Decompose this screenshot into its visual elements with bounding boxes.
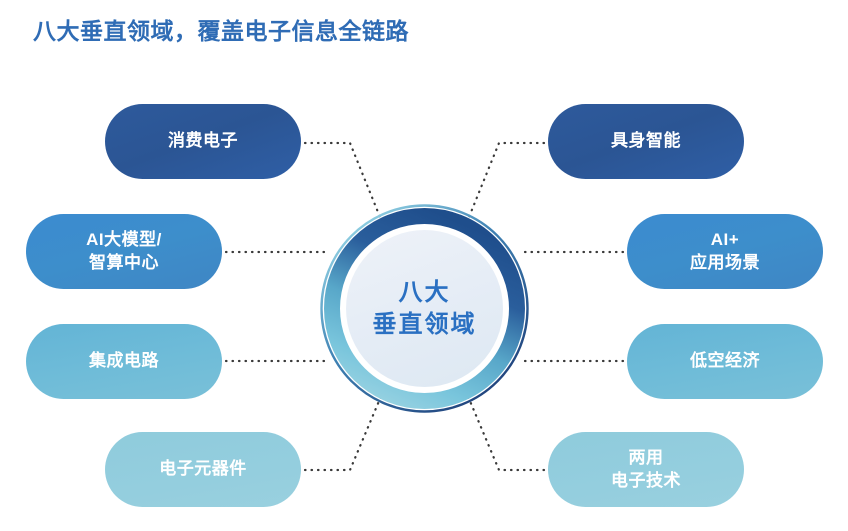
- connector-top-left: [303, 141, 384, 224]
- outer-thin-ring: [320, 204, 529, 413]
- node-dual-use-electronic-tech[interactable]: 两用 电子技术: [548, 432, 744, 507]
- node-electronic-components[interactable]: 电子元器件: [105, 432, 301, 507]
- center-disc: 八大 垂直领域: [346, 230, 503, 387]
- node-consumer-electronics[interactable]: 消费电子: [105, 104, 301, 179]
- center-ring: [320, 204, 529, 413]
- node-embodied-intelligence[interactable]: 具身智能: [548, 104, 744, 179]
- node-label: 集成电路: [89, 351, 159, 371]
- node-integrated-circuits[interactable]: 集成电路: [26, 324, 222, 399]
- page-title: 八大垂直领域，覆盖电子信息全链路: [33, 18, 409, 44]
- node-label: 电子元器件: [159, 459, 247, 479]
- connector-top-right: [465, 141, 546, 224]
- node-low-altitude-economy[interactable]: 低空经济: [627, 324, 823, 399]
- center-hub: 八大 垂直领域: [318, 202, 531, 415]
- connector-bottom-left: [303, 392, 384, 472]
- node-label: AI大模型/ 智算中心: [86, 230, 162, 272]
- center-label-line1: 八大: [398, 278, 451, 306]
- node-label: 两用 电子技术: [611, 448, 681, 490]
- node-label: 消费电子: [168, 131, 238, 151]
- center-label-line2: 垂直领域: [372, 310, 477, 338]
- node-label: 低空经济: [690, 351, 760, 371]
- connector-bottom-right: [465, 392, 546, 472]
- node-label: 具身智能: [611, 131, 681, 151]
- node-label: AI+ 应用场景: [690, 230, 760, 272]
- node-ai-large-model[interactable]: AI大模型/ 智算中心: [26, 214, 222, 289]
- inner-white-ring: [340, 224, 509, 393]
- thick-gradient-ring: [324, 208, 525, 409]
- node-ai-application-scenarios[interactable]: AI+ 应用场景: [627, 214, 823, 289]
